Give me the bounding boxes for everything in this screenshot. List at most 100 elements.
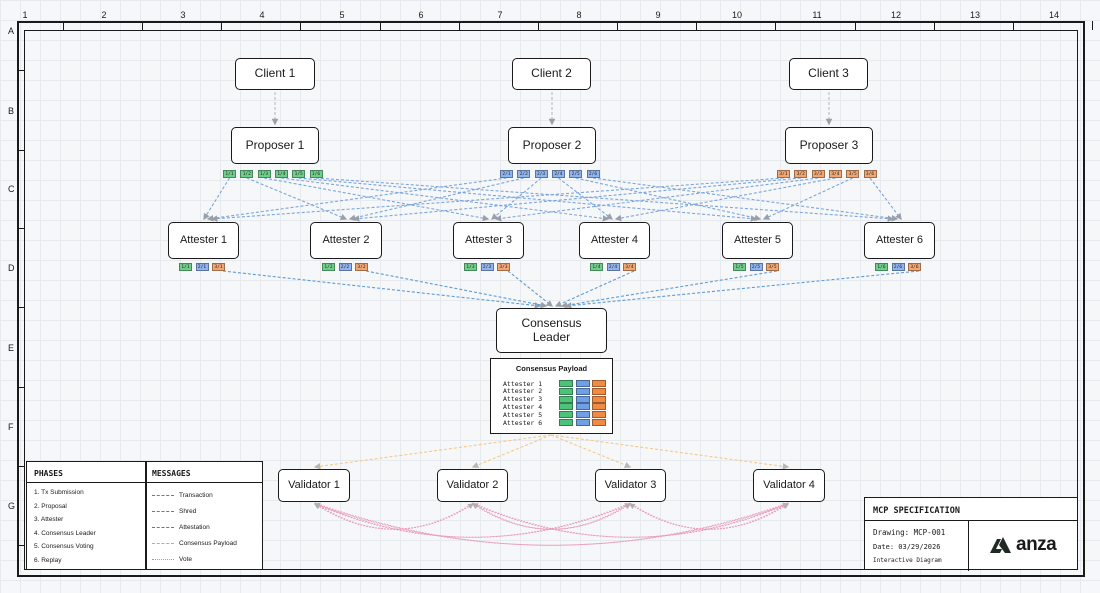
attestation-chip[interactable]: 1/1 <box>179 263 192 271</box>
validator-3-node[interactable]: Validator 3 <box>595 469 666 502</box>
attestation-chip[interactable]: 2/3 <box>480 263 494 271</box>
attestation-chip[interactable]: 1/4 <box>590 263 603 271</box>
proposer-3-node[interactable]: Proposer 3 <box>785 127 873 164</box>
grid-column-tick <box>1013 21 1014 30</box>
attestation-chip[interactable]: 3/4 <box>623 263 636 271</box>
grid-row-tick <box>17 307 24 308</box>
phase-item: 2. Proposal <box>34 502 67 510</box>
attestation-chip[interactable]: 3/1 <box>212 263 225 271</box>
shred-chip[interactable]: 1/6 <box>309 170 323 178</box>
proposer-2-node[interactable]: Proposer 2 <box>508 127 596 164</box>
proposer-1-node[interactable]: Proposer 1 <box>231 127 319 164</box>
grid-column-label: 4 <box>259 10 265 20</box>
attestation-chip[interactable]: 2/4 <box>606 263 620 271</box>
proposer-3-label: Proposer 3 <box>799 137 859 152</box>
payload-cell <box>575 419 590 426</box>
shred-chip[interactable]: 1/1 <box>223 170 236 178</box>
spec-divider <box>968 520 969 571</box>
attestation-chip[interactable]: 1/5 <box>733 263 746 271</box>
title-block: MCP SPECIFICATION Drawing: MCP-001 Date:… <box>864 497 1078 571</box>
attestation-chip[interactable]: 1/2 <box>322 263 335 271</box>
attestation-chip[interactable]: 3/2 <box>355 263 368 271</box>
grid-row-label: D <box>8 263 15 273</box>
client-3-node[interactable]: Client 3 <box>789 58 868 90</box>
attestation-chip[interactable]: 3/3 <box>497 263 510 271</box>
messages-heading: MESSAGES <box>152 469 191 478</box>
validator-1-label: Validator 1 <box>288 479 340 492</box>
shred-chip[interactable]: 1/3 <box>257 170 271 178</box>
shred-chip[interactable]: 2/1 <box>500 170 513 178</box>
shred-chip[interactable]: 2/4 <box>551 170 565 178</box>
validator-2-node[interactable]: Validator 2 <box>437 469 508 502</box>
consensus-leader-node[interactable]: Consensus Leader <box>496 308 607 353</box>
shred-chip[interactable]: 3/3 <box>811 170 825 178</box>
grid-column-label: 14 <box>1048 10 1060 20</box>
shred-chip[interactable]: 3/4 <box>828 170 842 178</box>
attester-4-node[interactable]: Attester 4 <box>579 222 650 259</box>
spec-rule <box>865 520 1077 521</box>
payload-cell <box>575 387 590 395</box>
validator-4-label: Validator 4 <box>763 479 815 492</box>
outer-border <box>17 21 1085 577</box>
attester-2-label: Attester 2 <box>322 234 370 247</box>
proposer-1-label: Proposer 1 <box>245 137 305 152</box>
anza-logo: anza <box>989 534 1057 556</box>
attester-2-node[interactable]: Attester 2 <box>310 222 382 259</box>
attester-5-label: Attester 5 <box>733 234 782 247</box>
payload-cell <box>592 403 606 411</box>
vote-edge <box>313 502 631 538</box>
attestation-chip[interactable]: 3/6 <box>908 263 921 271</box>
message-line-swatch <box>152 543 174 544</box>
shred-chip[interactable]: 3/2 <box>794 170 808 178</box>
grid-column-label: 2 <box>101 10 107 20</box>
legend-header-rule <box>27 482 262 483</box>
client-2-node[interactable]: Client 2 <box>512 58 591 90</box>
client-1-node[interactable]: Client 1 <box>235 58 315 90</box>
attester-1-node[interactable]: Attester 1 <box>168 222 239 259</box>
validator-1-node[interactable]: Validator 1 <box>278 469 350 502</box>
grid-column-tick <box>617 21 618 30</box>
attester-3-node[interactable]: Attester 3 <box>453 222 524 259</box>
grid-column-tick <box>1092 21 1093 30</box>
attestation-chip[interactable]: 3/5 <box>766 263 779 271</box>
validator-4-node[interactable]: Validator 4 <box>753 469 825 502</box>
attestation-edge <box>554 270 635 307</box>
attester-4-label: Attester 4 <box>590 234 639 247</box>
attestation-chip[interactable]: 2/1 <box>195 263 209 271</box>
shred-chip[interactable]: 2/5 <box>569 170 583 178</box>
message-line-swatch <box>152 559 174 560</box>
client-3-label: Client 3 <box>808 66 849 81</box>
shred-chip[interactable]: 3/6 <box>863 170 877 178</box>
attester-5-node[interactable]: Attester 5 <box>722 222 793 259</box>
attester-1-label: Attester 1 <box>179 234 228 247</box>
message-line-swatch <box>152 527 174 528</box>
attestation-chip[interactable]: 2/2 <box>338 263 352 271</box>
shred-chip[interactable]: 3/5 <box>846 170 860 178</box>
shred-chip[interactable]: 1/5 <box>292 170 306 178</box>
message-line-swatch <box>152 511 174 512</box>
phases-heading: PHASES <box>34 469 63 478</box>
shred-chip[interactable]: 3/1 <box>777 170 790 178</box>
attestation-chip[interactable]: 2/5 <box>749 263 763 271</box>
phase-item: 4. Consensus Leader <box>34 529 96 537</box>
payload-row-label: Attester 1 <box>503 379 543 388</box>
grid-row-tick <box>17 387 24 388</box>
shred-edge <box>315 177 895 222</box>
payload-title: Consensus Payload <box>515 364 588 373</box>
shred-chip[interactable]: 2/6 <box>586 170 600 178</box>
shred-chip[interactable]: 2/2 <box>517 170 531 178</box>
shred-chip[interactable]: 2/3 <box>534 170 548 178</box>
attestation-chip[interactable]: 2/6 <box>891 263 905 271</box>
payload-cell <box>592 419 606 426</box>
attestation-chip[interactable]: 1/3 <box>464 263 477 271</box>
attestation-chip[interactable]: 1/6 <box>875 263 888 271</box>
payload-row-label: Attester 6 <box>503 418 543 427</box>
attester-6-node[interactable]: Attester 6 <box>864 222 935 259</box>
shred-chip[interactable]: 1/4 <box>274 170 288 178</box>
vote-edge <box>628 502 789 530</box>
attestation-edge <box>365 270 548 309</box>
validator-3-label: Validator 3 <box>604 479 657 492</box>
shred-chip[interactable]: 1/2 <box>240 170 254 178</box>
